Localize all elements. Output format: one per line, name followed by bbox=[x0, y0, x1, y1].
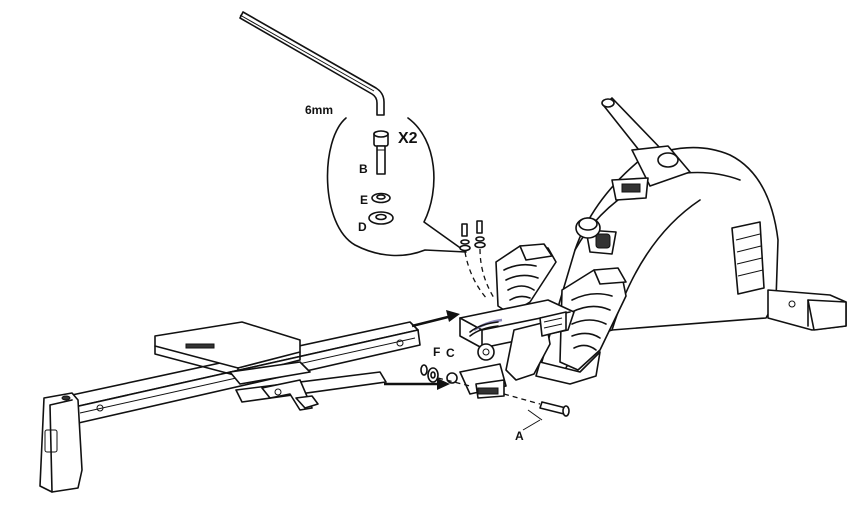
part-a-label: A bbox=[515, 430, 524, 442]
part-d-label: D bbox=[358, 221, 367, 233]
mount-bolts bbox=[460, 221, 494, 300]
washer-e bbox=[372, 194, 390, 203]
lower-bracket bbox=[447, 344, 506, 398]
part-f-label: F bbox=[433, 346, 440, 358]
bolt-a bbox=[504, 394, 569, 430]
arrow-rail-to-bracket bbox=[412, 310, 460, 326]
washer-c bbox=[428, 368, 438, 382]
part-e-label: E bbox=[360, 194, 368, 206]
washer-f bbox=[421, 365, 427, 375]
arrow-bar-to-bracket bbox=[384, 378, 450, 390]
bolt-b bbox=[374, 131, 388, 174]
part-b-label: B bbox=[359, 163, 368, 175]
rear-end-cap bbox=[40, 393, 82, 492]
quantity-label: X2 bbox=[398, 131, 418, 147]
hex-key bbox=[240, 12, 384, 115]
callout-bubble bbox=[328, 118, 466, 255]
part-c-label: C bbox=[446, 347, 455, 359]
tool-size-label: 6mm bbox=[305, 104, 333, 116]
washer-d bbox=[369, 212, 393, 224]
